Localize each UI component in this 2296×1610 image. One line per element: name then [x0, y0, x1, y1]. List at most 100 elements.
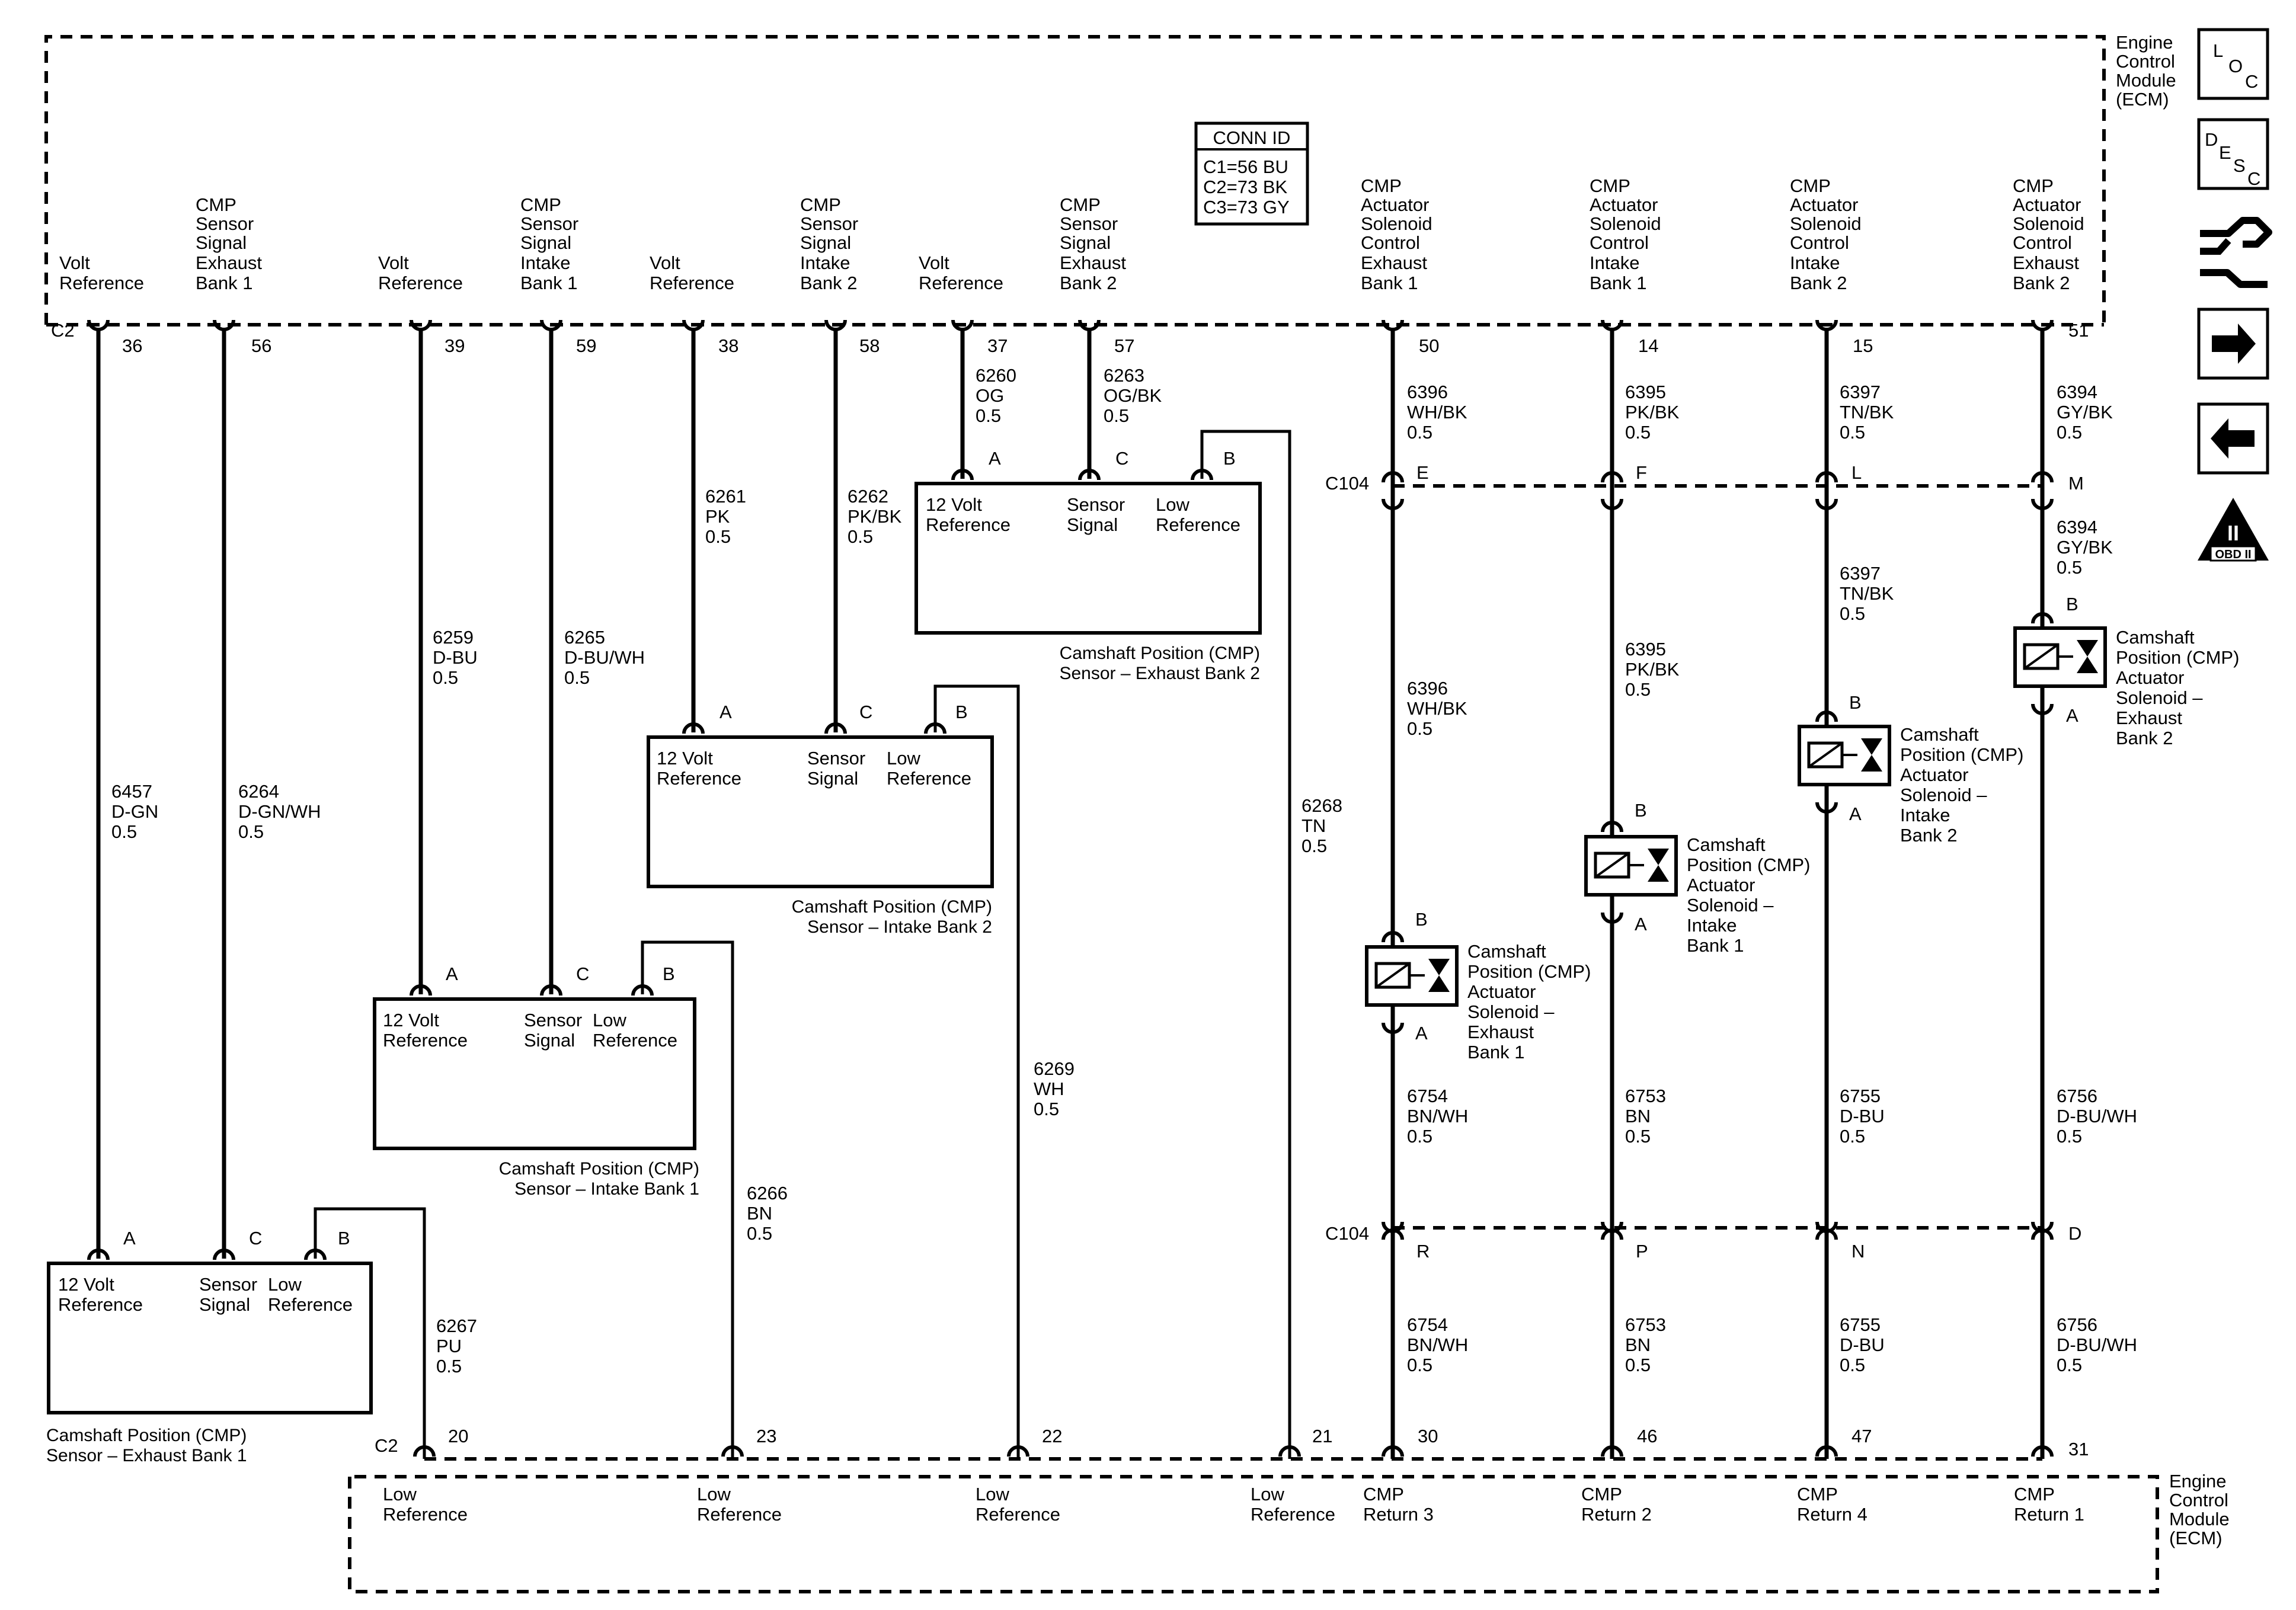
- svg-text:C: C: [2247, 168, 2260, 189]
- conn-id-c2: C2=73 BK: [1203, 177, 1288, 197]
- pin-c: C: [576, 964, 589, 984]
- pin-b: B: [2066, 594, 2078, 614]
- c104-pin-d: D: [2068, 1223, 2081, 1244]
- pin-a: A: [1635, 914, 1647, 934]
- svg-text:C: C: [2245, 71, 2258, 92]
- sensor-title: Camshaft Position (CMP)Sensor – Intake B…: [499, 1159, 699, 1199]
- c104-pin-n: N: [1851, 1241, 1865, 1262]
- pin-31: 31: [2068, 1439, 2089, 1459]
- connector-c2-top: C2 36 56 39 59 38 58 37 57 50 14 15 51: [51, 319, 2089, 356]
- pin-a: A: [989, 448, 1001, 469]
- pin-b: B: [1849, 692, 1862, 713]
- pin-b: B: [1223, 448, 1236, 469]
- arrow-left-icon[interactable]: [2197, 402, 2269, 475]
- connector-c2-bottom: C2 20 23 22 21 30 46 47 31: [375, 1426, 2089, 1461]
- connector-c104-top: C104 E F L M: [1325, 462, 2084, 510]
- pin-38: 38: [718, 335, 738, 356]
- pin-a: A: [720, 702, 732, 722]
- pin-51: 51: [2068, 320, 2089, 341]
- pin-39: 39: [445, 335, 465, 356]
- c104-pin-e: E: [1416, 462, 1429, 483]
- svg-text:L: L: [2213, 40, 2223, 61]
- connector-c104-bottom: C104 R P N D: [1325, 1221, 2081, 1262]
- pin-23: 23: [756, 1426, 776, 1446]
- pin-c: C: [859, 702, 872, 722]
- obd-ii-icon[interactable]: II OBD II: [2198, 498, 2269, 562]
- location-icon[interactable]: L O C: [2197, 28, 2269, 100]
- pin-b: B: [1635, 800, 1647, 821]
- pin-b: B: [338, 1228, 350, 1249]
- pin-56: 56: [251, 335, 271, 356]
- connector-end-view-icon[interactable]: [2200, 217, 2272, 288]
- svg-text:OBD II: OBD II: [2215, 548, 2251, 561]
- pin-36: 36: [122, 335, 142, 356]
- c104-pin-p: P: [1636, 1241, 1648, 1262]
- pin-50: 50: [1419, 335, 1439, 356]
- pin-a: A: [1849, 804, 1862, 824]
- description-icon[interactable]: D E S C: [2197, 118, 2269, 190]
- conn-id-box: CONN ID C1=56 BU C2=73 BK C3=73 GY: [1194, 121, 1309, 226]
- svg-text:S: S: [2233, 155, 2246, 176]
- c104-pin-l: L: [1851, 462, 1862, 483]
- c104-pin-f: F: [1636, 462, 1647, 483]
- pin-20: 20: [448, 1426, 468, 1446]
- arrow-right-icon[interactable]: [2197, 308, 2269, 380]
- pin-c: C: [1115, 448, 1128, 469]
- conn-id-c1: C1=56 BU: [1203, 156, 1288, 177]
- pin-30: 30: [1418, 1426, 1438, 1446]
